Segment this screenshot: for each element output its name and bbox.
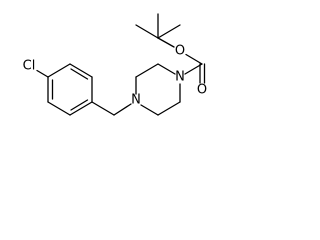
- ring-double-bond: [70, 99, 89, 111]
- oxygen-carbonyl-label: O: [197, 83, 207, 98]
- carbonyl-oxygen-bond: [185, 53, 203, 65]
- ring-ch2-bond: [91, 101, 115, 116]
- nitrogen-carbamate-label: N: [175, 70, 185, 85]
- n-carbonyl-bond: [184, 63, 203, 75]
- o-tbutyl-bond: [157, 37, 175, 48]
- ring-bond: [69, 101, 93, 116]
- tbutyl-methyl-bond: [135, 24, 159, 39]
- piperazine-ring: [135, 63, 181, 116]
- oxygen-ester-label: O: [175, 44, 185, 59]
- piperazine-bond: [157, 63, 176, 75]
- piperazine-bond: [140, 104, 159, 116]
- tbutyl-methyl-bond: [157, 24, 181, 39]
- chlorine-label: Cl: [23, 59, 36, 74]
- ring-bond: [69, 63, 93, 78]
- piperazine-bond: [135, 63, 159, 78]
- nitrogen-benzylic-label: N: [131, 93, 141, 108]
- benzene-ring: [47, 63, 93, 116]
- ring-double-bond: [70, 68, 89, 80]
- c-cl-bond: [36, 69, 49, 78]
- ring-bond: [47, 101, 71, 116]
- ch2-n-bond: [113, 103, 132, 116]
- piperazine-bond: [157, 101, 181, 116]
- ring-bond: [47, 63, 71, 78]
- chemical-structure: Cl N N O O: [23, 13, 207, 116]
